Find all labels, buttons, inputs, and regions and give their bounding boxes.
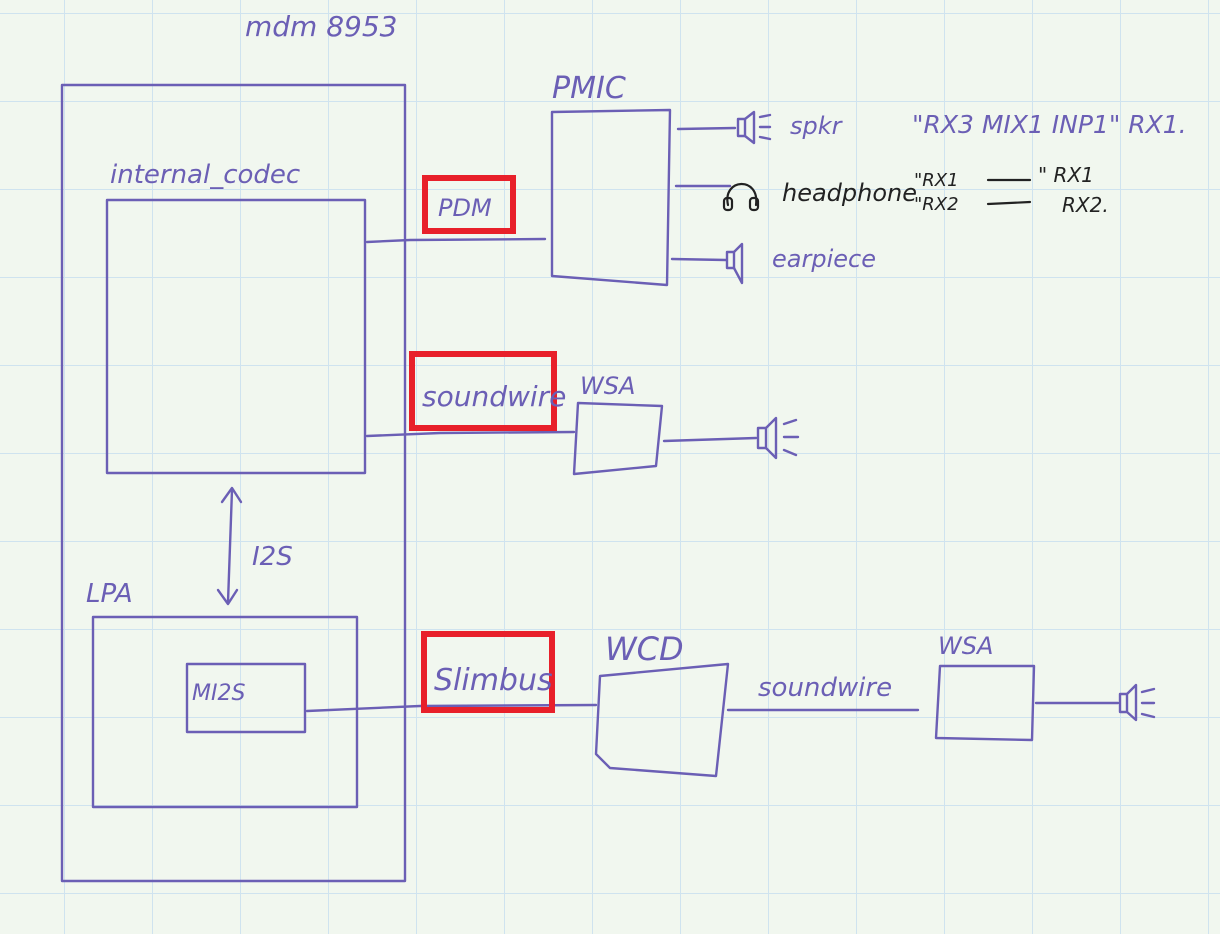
note-rx2-left: "RX2 <box>914 194 959 215</box>
mi2s-label: MI2S <box>192 681 245 706</box>
speaker-icon-wsa-bottom <box>1118 683 1156 722</box>
note-rx1-left: "RX1 <box>914 170 959 191</box>
wsa-top-box <box>572 401 664 476</box>
pmic-box <box>550 108 672 287</box>
headphone-label: headphone <box>782 179 917 207</box>
soc-box <box>60 83 407 883</box>
earpiece-label: earpiece <box>772 245 876 273</box>
soundwire-label: soundwire <box>422 380 566 413</box>
wcd-box <box>594 662 730 778</box>
mi2s-box <box>185 662 307 734</box>
pdm-highlight <box>422 175 516 234</box>
spkr-label: spkr <box>790 112 844 140</box>
note-rx2-right: RX2. <box>1062 193 1109 217</box>
speaker-icon <box>736 110 772 145</box>
headphone-icon <box>722 182 760 212</box>
slimbus-label: Slimbus <box>434 663 553 698</box>
earpiece-line <box>670 257 728 262</box>
internal-codec-box <box>105 198 367 475</box>
lpa-box <box>91 615 359 809</box>
wcd-label: WCD <box>605 630 684 668</box>
note-rx1-right: " RX1 <box>1038 163 1094 187</box>
i2s-label: I2S <box>252 542 293 572</box>
wcd-soundwire-label: soundwire <box>758 673 892 703</box>
i2s-arrow <box>216 486 243 606</box>
internal-codec-label: internal_codec <box>110 160 300 190</box>
soc-title: mdm 8953 <box>245 10 397 43</box>
wsa-top-label: WSA <box>580 372 635 400</box>
pdm-label: PDM <box>438 194 492 222</box>
spkr-line <box>676 126 737 131</box>
soundwire-line <box>365 430 576 438</box>
pmic-label: PMIC <box>552 71 626 106</box>
lpa-label: LPA <box>86 579 133 609</box>
slimbus-highlight <box>421 631 555 713</box>
slimbus-line <box>305 703 598 713</box>
note-dash-2 <box>986 200 1032 206</box>
speaker-icon-wsa-top <box>756 416 800 460</box>
pdm-line <box>365 237 547 244</box>
wsa-bottom-box <box>934 664 1036 742</box>
earpiece-icon <box>725 242 744 285</box>
wsa-top-out-line <box>662 436 758 443</box>
soundwire-highlight <box>409 351 557 431</box>
wsa-bottom-label: WSA <box>938 632 993 660</box>
mixer-note: "RX3 MIX1 INP1" RX1. <box>912 110 1187 139</box>
